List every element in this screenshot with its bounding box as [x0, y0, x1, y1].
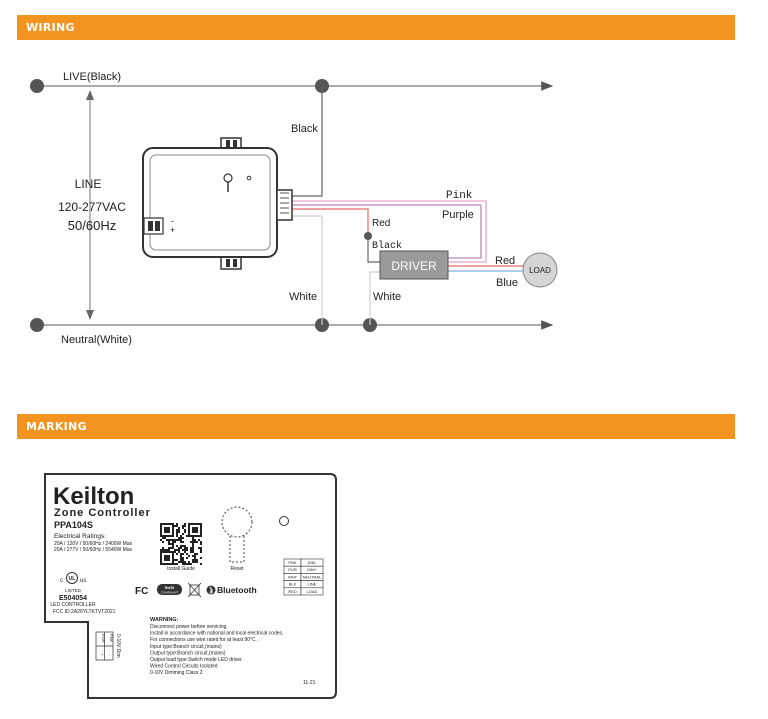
svg-text:UL: UL	[69, 576, 76, 582]
bluetooth-label: Bluetooth	[217, 585, 257, 595]
rating-1: 20A / 120V / 50/60Hz / 2400W Max	[54, 541, 133, 547]
black-wire-driver-label: Black	[372, 240, 402, 252]
wire-code-cell: PNK	[288, 560, 297, 565]
white-wire-right-label: White	[373, 291, 401, 303]
wire-code-cell: RED	[288, 589, 297, 594]
red-wire-left-label: Red	[372, 218, 390, 229]
neutral-label: Neutral(White)	[61, 334, 132, 346]
warning-list: Disconnect power before servicing.Instal…	[150, 624, 283, 676]
bluetooth-icon	[206, 585, 216, 595]
led-indicator-icon	[279, 516, 289, 526]
dim-col-pur: PUR	[101, 634, 106, 643]
model-number: PPA104S	[54, 520, 93, 530]
wire-code-cell: PUR	[288, 567, 297, 572]
wire-function-cell: DIM+	[307, 567, 317, 572]
warning-line: For connections use wire rated for at le…	[150, 637, 258, 643]
black-wire	[292, 86, 323, 197]
warning-line: 0-10V Dimming Class 2	[150, 670, 203, 676]
live-terminal-dot	[30, 79, 44, 93]
ul-listed-mark: c UL us	[60, 572, 86, 584]
brand-logo: Keilton	[53, 483, 134, 510]
svg-text:+: +	[101, 652, 104, 657]
section-header-marking: MARKING	[17, 414, 735, 439]
rohs-compliant-label: COMPLIANT	[161, 591, 179, 595]
wire-function-cell: LOAD	[307, 589, 318, 594]
pink-wire-label: Pink	[446, 190, 473, 202]
warning-line: Input type:Branch circuit,(mains)	[150, 644, 222, 650]
terminal-plus-label: +	[170, 225, 175, 235]
reset-button-outline	[221, 506, 253, 563]
purple-wire-label: Purple	[442, 209, 474, 221]
rating-2: 20A / 277V / 50/60Hz / 5540W Max	[54, 547, 133, 553]
warning-line: Disconnect power before servicing.	[150, 624, 228, 630]
pink-wire	[292, 200, 487, 263]
blue-wire-label: Blue	[496, 277, 518, 289]
driver-label: DRIVER	[391, 259, 437, 273]
controller-device	[142, 137, 293, 270]
ratings-title: Electrical Ratings:	[54, 533, 106, 540]
reset-label: Reset	[230, 566, 244, 572]
wire-function-cell: DIM-	[308, 560, 317, 565]
line-label: LINE	[75, 177, 102, 191]
svg-text:c: c	[60, 578, 63, 584]
warning-title: WARNING:	[150, 617, 179, 623]
wire-function-cell: NEUTRAL	[303, 574, 322, 579]
fcc-id: FCC ID:2A26YLTKTVT2021	[53, 609, 116, 615]
purple-wire	[292, 204, 482, 259]
product-name: Zone Controller	[54, 507, 151, 519]
listed-label: LISTED	[65, 588, 82, 593]
warning-line: Install in accordance with national and …	[150, 631, 283, 637]
qr-caption: Install Guide	[167, 566, 195, 572]
dim-label: 0-10V Dim	[115, 634, 121, 658]
load-label: LOAD	[529, 266, 551, 275]
dim-col-pnk: PNK	[109, 634, 114, 643]
wire-function-cell: LINE	[308, 582, 317, 587]
svg-text:-: -	[109, 652, 111, 657]
white-wire-right	[369, 271, 380, 325]
terminal-minus-label: -	[171, 216, 174, 226]
voltage-label: 120-277VAC	[58, 200, 126, 214]
live-label: LIVE(Black)	[63, 71, 121, 83]
red-wire-right-label: Red	[495, 255, 515, 267]
svg-text:us: us	[80, 578, 86, 584]
warning-line: Output load type:Switch mode LED driver.	[150, 657, 243, 663]
load-circle	[522, 252, 558, 288]
section-header-wiring: WIRING	[17, 15, 735, 40]
white-wire-left	[292, 215, 323, 325]
wiring-diagram: DRIVER LOAD - + LIVE(Black) Neutral(Whit…	[30, 71, 558, 346]
wire-color-table: PNK DIM- PUR DIM+ WHT NEUTRAL BLK LINE RED LOAD	[283, 558, 324, 596]
rohs-badge	[157, 584, 182, 595]
cert-type: LED CONTROLLER	[50, 602, 96, 608]
dim-terminal-table: + - PUR PNK	[95, 631, 114, 661]
wire-code-cell: BLK	[289, 582, 297, 587]
rohs-label: RoHS	[165, 586, 175, 590]
qr-code	[160, 523, 202, 565]
warning-line: Wired Control Circuits Isolated	[150, 664, 218, 670]
white-wire-left-label: White	[289, 291, 317, 303]
frequency-label: 50/60Hz	[68, 218, 116, 233]
black-wire-label: Black	[291, 123, 318, 135]
date-code: 11-21	[303, 680, 316, 686]
red-wire-left	[292, 208, 369, 235]
fcc-logo: FC	[135, 586, 148, 597]
neutral-terminal-dot	[30, 318, 44, 332]
weee-bin-icon	[187, 582, 202, 598]
warning-line: Output type:Branch circuit,(mains)	[150, 650, 226, 656]
cert-number: E504054	[59, 595, 87, 602]
driver-box	[379, 250, 449, 280]
wire-code-cell: WHT	[288, 574, 298, 579]
